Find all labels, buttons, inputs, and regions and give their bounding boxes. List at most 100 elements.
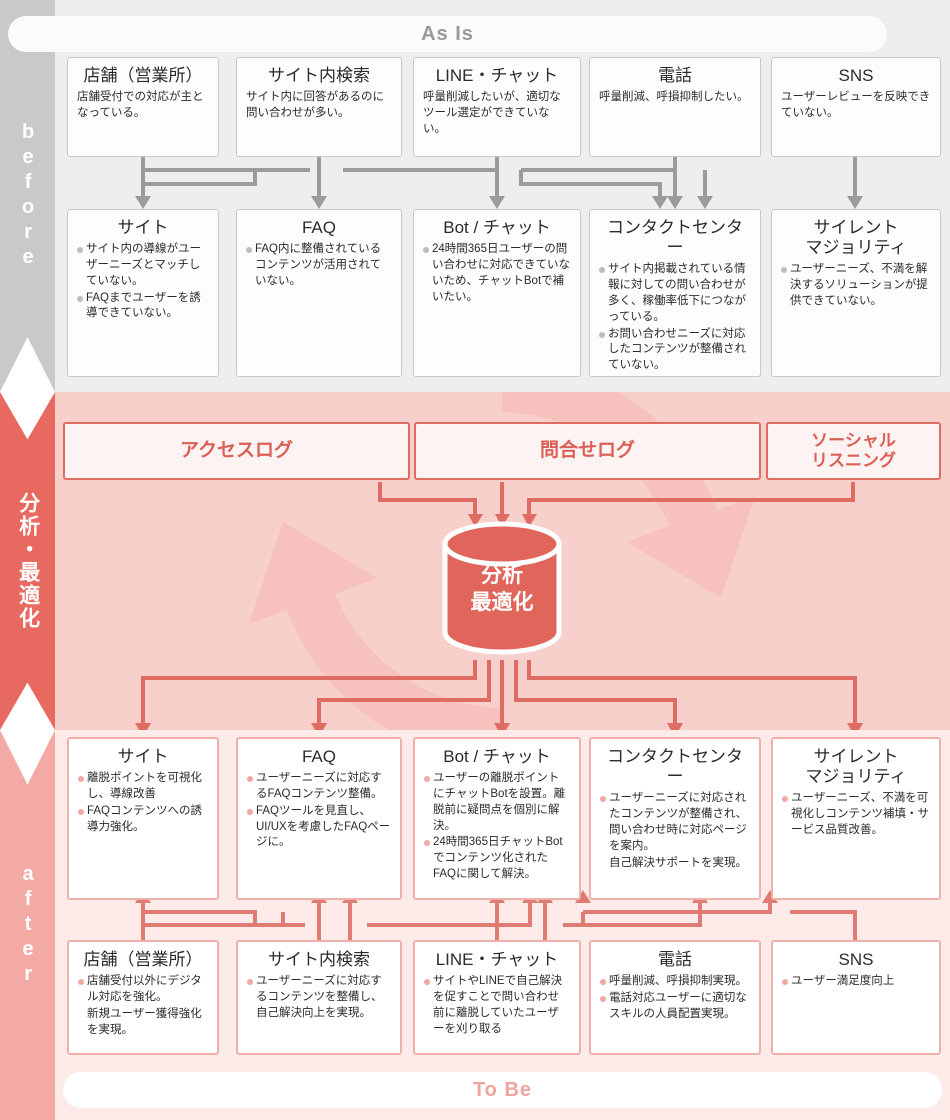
card-bullet: FAQ内に整備されているコンテンツが活用されていない。 [246, 242, 392, 290]
bullet-dot-icon [781, 267, 787, 274]
card-bullet: ユーザー満足度向上 [782, 974, 930, 990]
source-box-access-log[interactable]: アクセスログ [63, 422, 410, 480]
card-title: サイト内検索 [268, 950, 370, 969]
card-title: Bot / チャット [443, 747, 551, 766]
card-title: 電話 [658, 66, 692, 85]
after-channel-card-1[interactable]: サイト内検索ユーザーニーズに対応するコンテンツを整備し、自己解決向上を実現。 [236, 940, 402, 1055]
bullet-text: ユーザーニーズに対応されたコンテンツが整備され、問い合わせ時に対応ページを案内。 [609, 792, 748, 852]
card-body: 24時間365日ユーザーの問い合わせに対応できていないため、チャットBotで補い… [423, 242, 571, 305]
bullet-text: ユーザーニーズ、不満を可視化しコンテンツ補填・サービス品質改善。 [791, 792, 929, 836]
card-title: 店舗（営業所） [83, 66, 203, 85]
after-channel-card-3[interactable]: 電話呼量削減、呼損抑制実現。電話対応ユーザーに適切なスキルの人員配置実現。 [589, 940, 761, 1055]
card-title: コンタクトセンター [607, 747, 743, 787]
card-body: サイトやLINEで自己解決を促すことで問い合わせ前に離脱していたユーザーを刈り取… [424, 974, 570, 1037]
bullet-text: FAQツールを見直し、UI/UXを考慮したFAQページに。 [256, 804, 391, 849]
card-title: サイト [117, 747, 169, 766]
before-issue-card-2[interactable]: Bot / チャット 24時間365日ユーザーの問い合わせに対応できていないため、… [413, 209, 581, 377]
before-channel-card-2[interactable]: LINE・チャット呼量削減したいが、適切なツール選定ができていない。 [413, 57, 581, 157]
bullet-dot-icon [424, 776, 430, 783]
bullet-text: ユーザーの離脱ポイントにチャットBotを設置。離脱前に疑問点を個別に解決。 [433, 772, 566, 832]
bullet-text: FAQ内に整備されているコンテンツが活用されていない。 [255, 243, 382, 287]
card-note: 店舗受付での対応が主となっている。 [77, 91, 204, 119]
bullet-dot-icon [423, 247, 429, 254]
before-issue-card-3[interactable]: コンタクトセンターサイト内掲載されている情報に対しての問い合わせが多く、稼働率低… [589, 209, 761, 377]
rail-label-analysis: 分析・最適化 [16, 492, 40, 630]
bullet-dot-icon [77, 247, 83, 254]
card-bullet: FAQツールを見直し、UI/UXを考慮したFAQページに。 [247, 804, 391, 852]
card-note: 自己解決サポートを実現。 [609, 856, 747, 869]
bullet-text: 電話対応ユーザーに適切なスキルの人員配置実現。 [609, 991, 747, 1020]
bullet-dot-icon [247, 776, 253, 783]
after-channel-card-0[interactable]: 店舗（営業所） 店舗受付以外にデジタル対応を強化。新規ユーザー獲得強化を実現。 [67, 940, 219, 1055]
bullet-dot-icon [78, 808, 84, 815]
before-channel-card-4[interactable]: SNS ユーザーレビューを反映できていない。 [771, 57, 941, 157]
card-bullet: 24時間365日ユーザーの問い合わせに対応できていないため、チャットBotで補い… [423, 242, 571, 305]
card-bullet: サイト内掲載されている情報に対しての問い合わせが多く、稼働率低下につながっている… [599, 262, 751, 325]
bullet-text: FAQまでユーザーを誘導できていない。 [86, 291, 201, 320]
card-body: サイト内掲載されている情報に対しての問い合わせが多く、稼働率低下につながっている… [599, 262, 751, 374]
bullet-text: お問い合わせニーズに対応したコンテンツが整備されていない。 [608, 327, 746, 372]
card-bullet: FAQまでユーザーを誘導できていない。 [77, 291, 209, 323]
card-title: SNS [838, 66, 874, 85]
after-channel-card-4[interactable]: SNS ユーザー満足度向上 [771, 940, 941, 1055]
card-bullet: 呼量削減、呼損抑制実現。 [600, 974, 750, 990]
card-bullet: 24時間365日チャットBotでコンテンツ化されたFAQに関して解決。 [424, 835, 570, 883]
after-channel-card-2[interactable]: LINE・チャットサイトやLINEで自己解決を促すことで問い合わせ前に離脱してい… [413, 940, 581, 1055]
card-note: 呼量削減、呼損抑制したい。 [599, 91, 749, 104]
before-issue-card-4[interactable]: サイレント マジョリティユーザーニーズ、不満を解決するソリューションが提供できて… [771, 209, 941, 377]
card-body: ユーザーニーズ、不満を可視化しコンテンツ補填・サービス品質改善。 [782, 791, 930, 839]
card-title: コンタクトセンター [607, 218, 743, 258]
card-bullet: 電話対応ユーザーに適切なスキルの人員配置実現。 [600, 991, 750, 1023]
analysis-hub-cylinder: 分析 最適化 [437, 518, 567, 658]
before-channel-card-0[interactable]: 店舗（営業所） 店舗受付での対応が主となっている。 [67, 57, 219, 157]
bullet-dot-icon [782, 796, 788, 803]
card-title: サイト [117, 218, 169, 237]
before-channel-card-1[interactable]: サイト内検索サイト内に回答があるのに問い合わせが多い。 [236, 57, 402, 157]
before-channel-card-3[interactable]: 電話呼量削減、呼損抑制したい。 [589, 57, 761, 157]
card-body: ユーザー満足度向上 [782, 974, 930, 990]
card-title: 店舗（営業所） [83, 950, 203, 969]
rail-segment-before: before [0, 0, 55, 392]
card-bullet: サイト内の導線がユーザーニーズとマッチしていない。 [77, 242, 209, 290]
card-title: Bot / チャット [443, 218, 551, 237]
bullet-text: 24時間365日ユーザーの問い合わせに対応できていないため、チャットBotで補い… [432, 243, 570, 303]
after-solution-card-4[interactable]: サイレント マジョリティユーザーニーズ、不満を可視化しコンテンツ補填・サービス品… [771, 737, 941, 900]
card-bullet: FAQコンテンツへの誘導力強化。 [78, 804, 208, 836]
card-body: 店舗受付での対応が主となっている。 [77, 90, 209, 122]
card-body: 店舗受付以外にデジタル対応を強化。新規ユーザー獲得強化を実現。 [78, 974, 208, 1038]
bullet-text: 24時間365日チャットBotでコンテンツ化されたFAQに関して解決。 [433, 836, 563, 881]
bullet-dot-icon [600, 995, 606, 1002]
card-body: ユーザーの離脱ポイントにチャットBotを設置。離脱前に疑問点を個別に解決。24時… [424, 771, 570, 883]
card-body: サイト内に回答があるのに問い合わせが多い。 [246, 90, 392, 122]
banner-to-be: To Be [63, 1072, 942, 1108]
card-bullet: ユーザーニーズ、不満を可視化しコンテンツ補填・サービス品質改善。 [782, 791, 930, 839]
source-box-social-listening[interactable]: ソーシャル リスニング [766, 422, 941, 480]
source-label: 問合せログ [539, 440, 635, 462]
bullet-text: ユーザー満足度向上 [791, 975, 895, 988]
bullet-dot-icon [247, 808, 253, 815]
bullet-dot-icon [246, 247, 252, 254]
bullet-text: サイト内の導線がユーザーニーズとマッチしていない。 [86, 243, 201, 287]
source-box-inquiry-log[interactable]: 問合せログ [414, 422, 761, 480]
rail-label-after: after [17, 862, 40, 988]
before-issue-card-0[interactable]: サイトサイト内の導線がユーザーニーズとマッチしていない。 FAQまでユーザーを誘導… [67, 209, 219, 377]
phase-rail: before 分析・最適化 after [0, 0, 55, 1120]
bullet-dot-icon [599, 331, 605, 338]
card-body: サイト内の導線がユーザーニーズとマッチしていない。 FAQまでユーザーを誘導できて… [77, 242, 209, 322]
card-title: SNS [838, 950, 874, 969]
card-body: ユーザーニーズに対応されたコンテンツが整備され、問い合わせ時に対応ページを案内。… [600, 791, 750, 871]
card-body: ユーザーレビューを反映できていない。 [781, 90, 931, 122]
card-title: サイト内検索 [268, 66, 370, 85]
source-label: ソーシャル リスニング [811, 431, 896, 470]
card-bullet: ユーザーニーズに対応するコンテンツを整備し、自己解決向上を実現。 [247, 974, 391, 1022]
card-note: 呼量削減したいが、適切なツール選定ができていない。 [423, 91, 561, 135]
bullet-dot-icon [782, 979, 788, 986]
bullet-dot-icon [424, 979, 430, 986]
card-note: ユーザーレビューを反映できていない。 [781, 91, 931, 119]
after-solution-card-3[interactable]: コンタクトセンターユーザーニーズに対応されたコンテンツが整備され、問い合わせ時に… [589, 737, 761, 900]
after-solution-card-2[interactable]: Bot / チャットユーザーの離脱ポイントにチャットBotを設置。離脱前に疑問点… [413, 737, 581, 900]
